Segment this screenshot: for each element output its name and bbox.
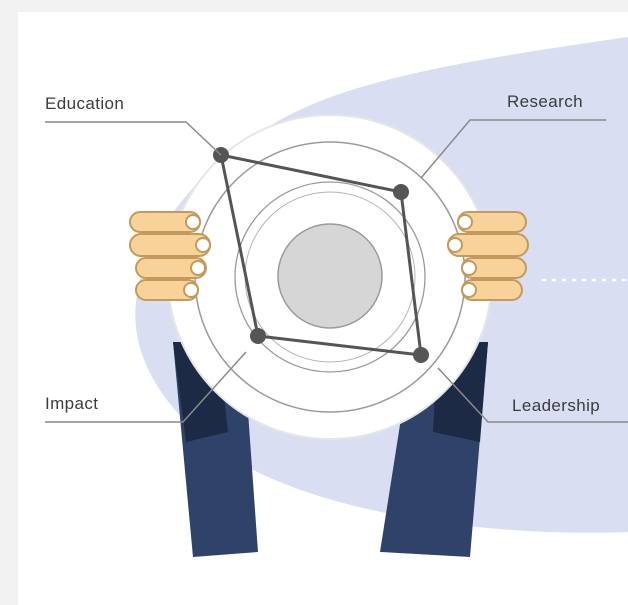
middle-ring xyxy=(234,181,426,373)
label-impact: Impact xyxy=(45,394,99,413)
diagram-svg xyxy=(45,37,628,557)
label-leadership: Leadership xyxy=(512,396,601,415)
vertex-leadership xyxy=(413,347,429,363)
vertex-research xyxy=(393,184,409,200)
illustration-canvas: Education Research Impact Leadership xyxy=(18,12,628,605)
label-education: Education xyxy=(45,94,125,113)
leader-line-impact xyxy=(45,351,247,423)
leader-line-education xyxy=(45,121,222,156)
left-hand xyxy=(129,211,211,301)
label-research: Research xyxy=(507,92,583,111)
leader-line-research xyxy=(420,119,606,179)
leader-line-leadership xyxy=(437,367,628,423)
vertex-impact xyxy=(250,328,266,344)
center-circle xyxy=(277,223,383,329)
right-hand xyxy=(447,211,529,301)
